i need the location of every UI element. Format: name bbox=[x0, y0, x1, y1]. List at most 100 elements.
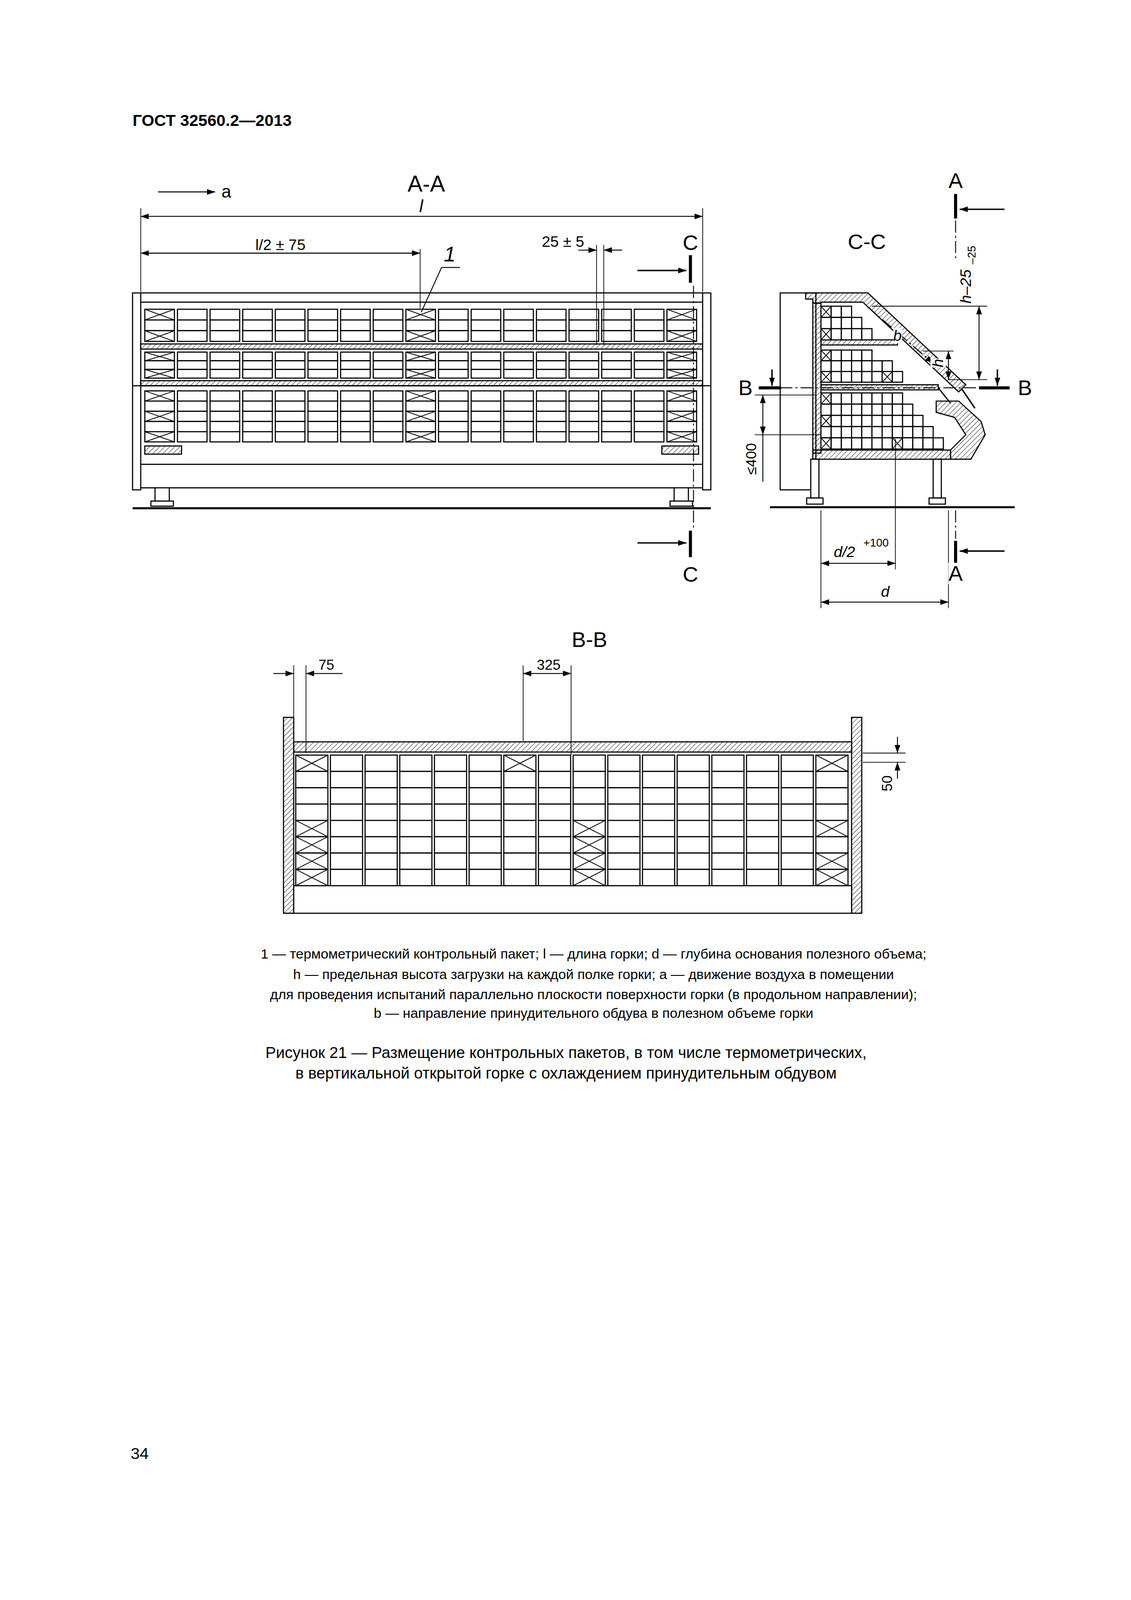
test-packet bbox=[871, 404, 882, 416]
test-packet bbox=[569, 369, 599, 379]
test-packet bbox=[307, 330, 338, 342]
test-packet bbox=[438, 330, 469, 342]
packet-cross bbox=[145, 352, 175, 361]
test-packet bbox=[601, 421, 632, 432]
test-packet bbox=[373, 421, 403, 432]
test-packet bbox=[307, 400, 338, 411]
test-packet bbox=[365, 787, 398, 805]
thermometric-packet bbox=[145, 309, 175, 320]
thermometric-packet bbox=[820, 306, 831, 318]
thermometric-packet bbox=[820, 328, 831, 340]
thermometric-packet bbox=[820, 437, 831, 450]
test-packet bbox=[815, 836, 848, 853]
test-packet bbox=[365, 754, 398, 772]
test-packet bbox=[275, 431, 306, 442]
test-packet bbox=[275, 410, 306, 421]
thermometric-packet bbox=[667, 410, 697, 421]
test-packet bbox=[307, 309, 338, 320]
drawing-label: С bbox=[682, 563, 699, 586]
test-packet bbox=[881, 415, 893, 427]
test-packet bbox=[881, 437, 893, 450]
test-packet bbox=[242, 360, 273, 370]
drawing-line bbox=[140, 463, 703, 465]
test-packet bbox=[503, 819, 536, 837]
test-packet bbox=[242, 369, 273, 379]
leg bbox=[674, 487, 689, 501]
test-packet bbox=[677, 771, 710, 788]
test-packet bbox=[434, 852, 467, 870]
test-packet bbox=[711, 836, 744, 853]
test-packet bbox=[601, 309, 632, 320]
test-packet bbox=[503, 309, 534, 320]
extension-line bbox=[923, 350, 954, 352]
test-packet bbox=[881, 392, 893, 405]
test-packet bbox=[871, 426, 882, 438]
test-packet bbox=[340, 431, 371, 442]
test-packet bbox=[536, 410, 566, 421]
thermometric-packet bbox=[503, 754, 536, 772]
extension-line bbox=[420, 249, 421, 309]
packet-cross bbox=[405, 352, 436, 361]
test-packet bbox=[503, 787, 536, 805]
test-packet bbox=[307, 421, 338, 432]
packet-cross bbox=[815, 852, 848, 870]
thermometric-packet bbox=[295, 836, 328, 853]
arrow-line bbox=[637, 269, 687, 271]
test-packet bbox=[841, 306, 852, 318]
packet-cross bbox=[892, 437, 903, 450]
drawing-label: l/2 ± 75 bbox=[255, 237, 306, 253]
test-packet bbox=[145, 319, 175, 331]
packet-cross bbox=[667, 309, 697, 320]
test-packet bbox=[607, 787, 640, 805]
packet-cross bbox=[667, 390, 697, 401]
test-packet bbox=[861, 371, 872, 382]
test-packet bbox=[242, 319, 273, 331]
test-packet bbox=[831, 360, 842, 372]
test-packet bbox=[746, 852, 779, 870]
test-packet bbox=[503, 410, 534, 421]
test-packet bbox=[177, 390, 208, 401]
drawing-label: А bbox=[948, 562, 963, 584]
shelf-stub bbox=[145, 446, 182, 455]
test-packet bbox=[601, 410, 632, 421]
test-packet bbox=[851, 317, 862, 329]
test-packet bbox=[340, 352, 371, 361]
arrow-line bbox=[637, 541, 687, 544]
test-packet bbox=[295, 787, 328, 805]
leader-line bbox=[441, 266, 460, 268]
test-packet bbox=[503, 330, 534, 342]
test-packet bbox=[667, 360, 697, 370]
test-packet bbox=[177, 352, 208, 361]
test-packet bbox=[145, 421, 175, 432]
arrow-line bbox=[996, 369, 998, 386]
test-packet bbox=[841, 360, 852, 372]
test-packet bbox=[307, 360, 338, 370]
packet-cross bbox=[295, 819, 328, 837]
test-packet bbox=[634, 309, 665, 320]
shelf bbox=[820, 339, 898, 345]
packet-cross bbox=[881, 371, 893, 382]
packet-cross bbox=[820, 371, 831, 382]
airflow-arrow bbox=[866, 306, 934, 364]
test-packet bbox=[573, 754, 606, 772]
test-packet bbox=[145, 360, 175, 370]
test-packet bbox=[503, 869, 536, 886]
packet-cross bbox=[295, 836, 328, 853]
thermometric-packet bbox=[145, 390, 175, 401]
test-packet bbox=[536, 360, 566, 370]
test-packet bbox=[746, 869, 779, 886]
test-packet bbox=[711, 869, 744, 886]
test-packet bbox=[210, 319, 240, 331]
test-packet bbox=[711, 819, 744, 837]
test-packet bbox=[841, 437, 852, 450]
foot bbox=[150, 500, 174, 506]
test-packet bbox=[881, 426, 893, 438]
packet-cross bbox=[405, 410, 436, 421]
packet-cross bbox=[573, 869, 606, 886]
extension-line bbox=[820, 509, 822, 608]
test-packet bbox=[399, 869, 432, 886]
packet-cross bbox=[573, 819, 606, 837]
thermometric-packet bbox=[881, 371, 893, 382]
test-packet bbox=[469, 771, 502, 788]
test-packet bbox=[538, 754, 571, 772]
